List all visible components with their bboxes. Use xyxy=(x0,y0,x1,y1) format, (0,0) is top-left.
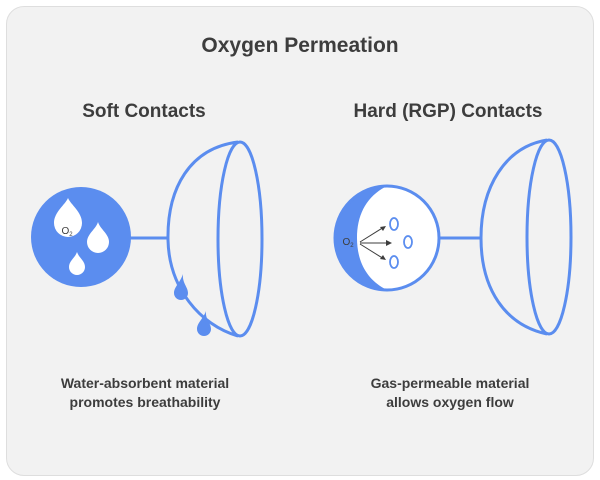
oxygen-bubble-middle xyxy=(403,235,413,249)
soft-caption-line-2: promotes breathability xyxy=(69,394,221,410)
oxygen-flow-arrows xyxy=(359,226,389,260)
lens-droplet-upper xyxy=(174,274,188,300)
rgp-lens-dome xyxy=(479,138,548,336)
soft-o2-label: O2 xyxy=(61,226,73,238)
soft-contact-lens-icon xyxy=(166,140,264,338)
soft-lens-dome xyxy=(166,140,239,338)
soft-contacts-caption: Water-absorbent material promotes breath… xyxy=(40,374,250,412)
water-droplets-icon: O2 xyxy=(31,187,131,287)
droplet-large xyxy=(54,198,82,237)
rgp-contact-lens-icon xyxy=(479,138,573,336)
rgp-contacts-illustration: O2 xyxy=(333,138,573,336)
rgp-contacts-heading: Hard (RGP) Contacts xyxy=(353,101,543,122)
soft-circle xyxy=(31,187,131,287)
arrowhead-upper xyxy=(380,226,386,231)
arrowhead-lower xyxy=(380,255,386,260)
rgp-caption-line-1: Gas-permeable material xyxy=(370,375,530,391)
oxygen-flow-arrowheads xyxy=(380,226,392,260)
rgp-lens-rim xyxy=(525,138,573,336)
rgp-circle-crescent xyxy=(335,186,387,290)
diagram-title: Oxygen Permeation xyxy=(201,34,399,57)
oxygen-bubble-lower xyxy=(389,255,399,269)
droplet-medium xyxy=(87,222,109,253)
arrow-lower xyxy=(359,243,385,260)
oxygen-molecules-icon: O2 xyxy=(333,184,441,292)
soft-caption-line-1: Water-absorbent material xyxy=(60,375,230,391)
droplet-small xyxy=(69,252,85,275)
oxygen-bubble-upper xyxy=(389,217,399,231)
arrowhead-middle xyxy=(386,240,392,246)
rgp-contacts-caption: Gas-permeable material allows oxygen flo… xyxy=(345,374,555,412)
rgp-circle-outline xyxy=(333,184,441,292)
lens-droplet-lower xyxy=(197,311,211,336)
arrow-upper xyxy=(359,226,385,243)
soft-contacts-heading: Soft Contacts xyxy=(82,101,206,122)
soft-contacts-illustration: O2 xyxy=(31,140,264,338)
soft-lens-rim xyxy=(216,140,264,338)
rgp-caption-line-2: allows oxygen flow xyxy=(386,394,514,410)
rgp-o2-label: O2 xyxy=(342,237,354,249)
